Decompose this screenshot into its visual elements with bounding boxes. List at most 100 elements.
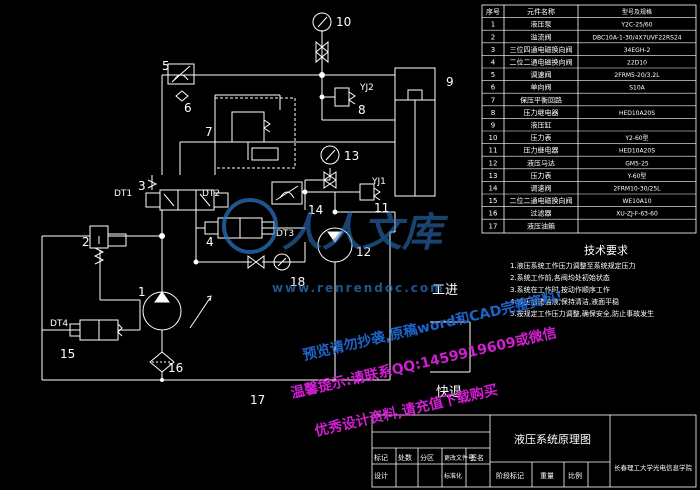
- callout-1: 1: [138, 285, 146, 299]
- table-cell: Y2C-25/60: [620, 22, 652, 29]
- table-cell: GM5-25: [625, 160, 649, 167]
- table-cell: 13: [489, 172, 498, 180]
- tb-row-label-4: 更改文件号: [444, 454, 474, 462]
- watermark-site: www.renrendoc.com: [272, 281, 445, 295]
- table-cell: 压力继电器: [524, 146, 559, 155]
- pressure-gauge-18: [247, 253, 291, 271]
- tech-item-2: 2.系统工作前,各阀均处初始状态: [510, 273, 610, 282]
- table-cell: XU-ZJ-F-63-60: [616, 211, 658, 218]
- callout-9: 9: [446, 75, 454, 89]
- callout-numbers: 1 2 3 4 5 6 7 8 9 10 11 12 13 14 15 16 1…: [60, 15, 454, 407]
- callout-16: 16: [168, 361, 183, 375]
- flow-control-valve-5: [167, 63, 195, 102]
- table-cell: 3: [491, 46, 495, 54]
- callout-3: 3: [138, 179, 146, 193]
- table-cell: 2FRM5-20/3.2L: [614, 72, 660, 79]
- table-cell: 过滤器: [531, 209, 552, 218]
- table-cell: 34EGH-2: [624, 47, 651, 54]
- solenoid-yj2: YJ2: [359, 83, 374, 93]
- table-cell: 压力继电器: [524, 108, 559, 117]
- callout-15: 15: [60, 347, 75, 361]
- tb-row-label-5: 签名: [470, 453, 484, 462]
- table-cell: 液压缸: [531, 121, 552, 130]
- tech-item-3: 3.系统在工作时,按动作顺序工作: [510, 285, 610, 294]
- table-cell: 17: [489, 222, 498, 230]
- callout-13: 13: [344, 149, 359, 163]
- callout-2: 2: [82, 235, 90, 249]
- solenoid-dt2: DT2: [202, 189, 220, 199]
- table-cell: 2: [491, 33, 495, 41]
- tech-item-5: 5.按规定工作压力调整,确保安全,防止事故发生: [510, 309, 654, 318]
- callout-14: 14: [308, 203, 323, 217]
- tb-stage-label: 阶段标记: [496, 471, 524, 480]
- table-cell: DBC10A-1-30/4X7UVF22RS24: [592, 34, 681, 41]
- tb-row-label-3: 分区: [420, 453, 434, 462]
- callout-4: 4: [206, 235, 214, 249]
- table-cell: 单向阀: [531, 83, 552, 92]
- table-cell: 22D10: [627, 60, 647, 67]
- tb-scale-label: 比例: [568, 471, 582, 480]
- solenoid-dt4: DT4: [50, 319, 68, 329]
- table-header-cell: 元件名称: [527, 7, 555, 16]
- tech-requirements: 技术要求 1.液压系统工作压力调整至系统规定压力 2.系统工作前,各阀均处初始状…: [510, 244, 654, 318]
- junction-dots: [159, 72, 338, 382]
- tb-weight-label: 重量: [540, 472, 554, 480]
- table-cell: S10A: [629, 85, 645, 92]
- callout-10: 10: [336, 15, 351, 29]
- pressure-gauge-13: [320, 145, 340, 189]
- relief-valve-2: [89, 225, 127, 265]
- table-cell: 8: [491, 109, 495, 117]
- table-cell: 溢流阀: [531, 32, 552, 41]
- solenoid-tags: DT1 DT2 DT3 DT4 YJ1 YJ2: [50, 83, 386, 329]
- balance-circuit-7: [214, 97, 296, 169]
- table-cell: 调速阀: [531, 70, 552, 79]
- callout-17: 17: [250, 393, 265, 407]
- callout-18: 18: [290, 275, 305, 289]
- table-cell: 7: [491, 96, 495, 104]
- tech-item-4: 4.液压油箱油液,保持清洁,液面平稳: [510, 297, 619, 306]
- pressure-gauge-10: [312, 12, 332, 64]
- drawing-title: 液压系统原理图: [514, 432, 591, 446]
- flow-control-valve-14: [271, 181, 303, 205]
- tb-row-label-1: 标记: [374, 453, 388, 462]
- table-cell: 10: [489, 134, 498, 142]
- table-cell: 二位二通电磁换向阀: [510, 196, 573, 205]
- tech-title: 技术要求: [584, 244, 628, 257]
- table-cell: 9: [491, 122, 495, 130]
- watermark-logo-ring: [222, 198, 278, 254]
- filter-16: [149, 351, 175, 373]
- callout-6: 6: [184, 101, 192, 115]
- table-cell: 14: [489, 185, 498, 193]
- table-cell: 液压马达: [527, 158, 555, 167]
- pressure-switch-11: [359, 183, 381, 201]
- tb-row-label-2: 处数: [398, 453, 412, 462]
- tb-standard-label: 标准化: [444, 472, 462, 480]
- callout-7: 7: [205, 125, 213, 139]
- table-cell: HED10A20S: [619, 110, 655, 117]
- table-cell: 液压泵: [531, 20, 552, 29]
- table-cell: 三位四通电磁换向阀: [510, 45, 573, 54]
- title-block: 液压系统原理图 长春理工大学光电信息学院 标记 处数 分区 更改文件号 签名 设…: [371, 414, 697, 488]
- watermark-logo: 人人文库: [282, 210, 449, 256]
- motion-return-label: 快退: [436, 385, 462, 400]
- solenoid-valve-15: [69, 319, 123, 341]
- hydraulic-motor-12: [317, 227, 353, 263]
- table-cell: 12: [489, 159, 498, 167]
- pressure-switch-8: [334, 87, 356, 107]
- balance-internal: [231, 111, 279, 161]
- tb-design-label: 设计: [374, 471, 388, 480]
- pump-1: [142, 291, 212, 331]
- solenoid-dt1: DT1: [114, 189, 132, 199]
- table-header-cell: 序号: [486, 7, 500, 16]
- callout-11: 11: [374, 201, 389, 215]
- table-cell: Y-60型: [627, 172, 647, 180]
- solenoid-yj1: YJ1: [371, 177, 386, 187]
- table-cell: 保压平衡回路: [520, 95, 562, 104]
- table-cell: 15: [489, 197, 498, 205]
- table-header-cell: 型号及规格: [622, 8, 652, 16]
- table-cell: 压力表: [531, 133, 552, 142]
- table-cell: Y2-60型: [624, 134, 648, 142]
